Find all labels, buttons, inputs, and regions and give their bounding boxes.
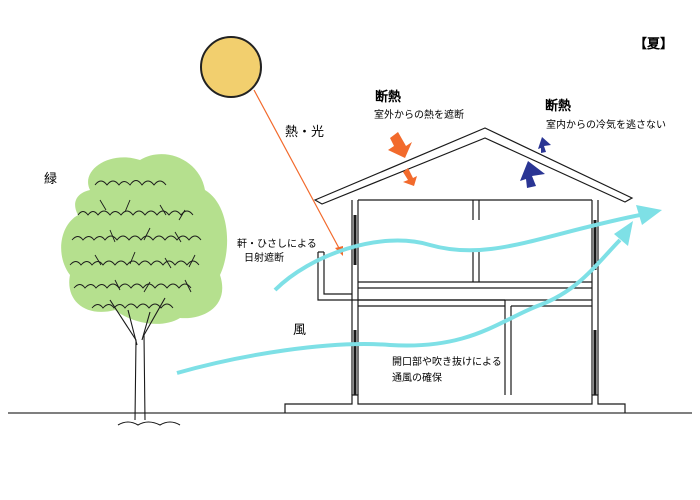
insulation-desc-left: 室外からの熱を遮断 xyxy=(374,108,464,121)
eaves-label-line2: 日射遮断 xyxy=(244,251,284,264)
wind-arrow-lower-head xyxy=(614,221,633,246)
wind-arrow-upper xyxy=(273,213,641,292)
sun-ray xyxy=(253,89,341,251)
roof xyxy=(313,127,634,205)
heat-light-label: 熱・光 xyxy=(285,125,324,140)
tree-leaves-scribble xyxy=(69,180,202,309)
ventilation-label-line2: 通風の確保 xyxy=(392,371,442,384)
heat-block-arrow-large xyxy=(388,132,412,158)
tree-trunk xyxy=(109,297,181,426)
wind-arrow-lower xyxy=(176,238,622,375)
cool-arrow-large xyxy=(520,161,545,188)
ventilation-label-line1: 開口部や吹き抜けによる xyxy=(392,355,502,368)
insulation-title-left: 断熱 xyxy=(375,89,401,105)
season-label: 【夏】 xyxy=(634,36,673,52)
wind-label: 風 xyxy=(293,323,306,338)
heat-block-arrow-small xyxy=(403,168,417,186)
green-label: 緑 xyxy=(44,172,57,187)
cool-arrow-small xyxy=(538,137,551,153)
insulation-title-right: 断熱 xyxy=(545,98,571,114)
wind-arrow-upper-head xyxy=(636,205,662,225)
eaves-label-line1: 軒・ひさしによる xyxy=(237,238,317,250)
insulation-desc-right: 室内からの冷気を逃さない xyxy=(546,118,666,131)
house-section xyxy=(284,127,634,413)
sun-icon xyxy=(200,36,262,98)
